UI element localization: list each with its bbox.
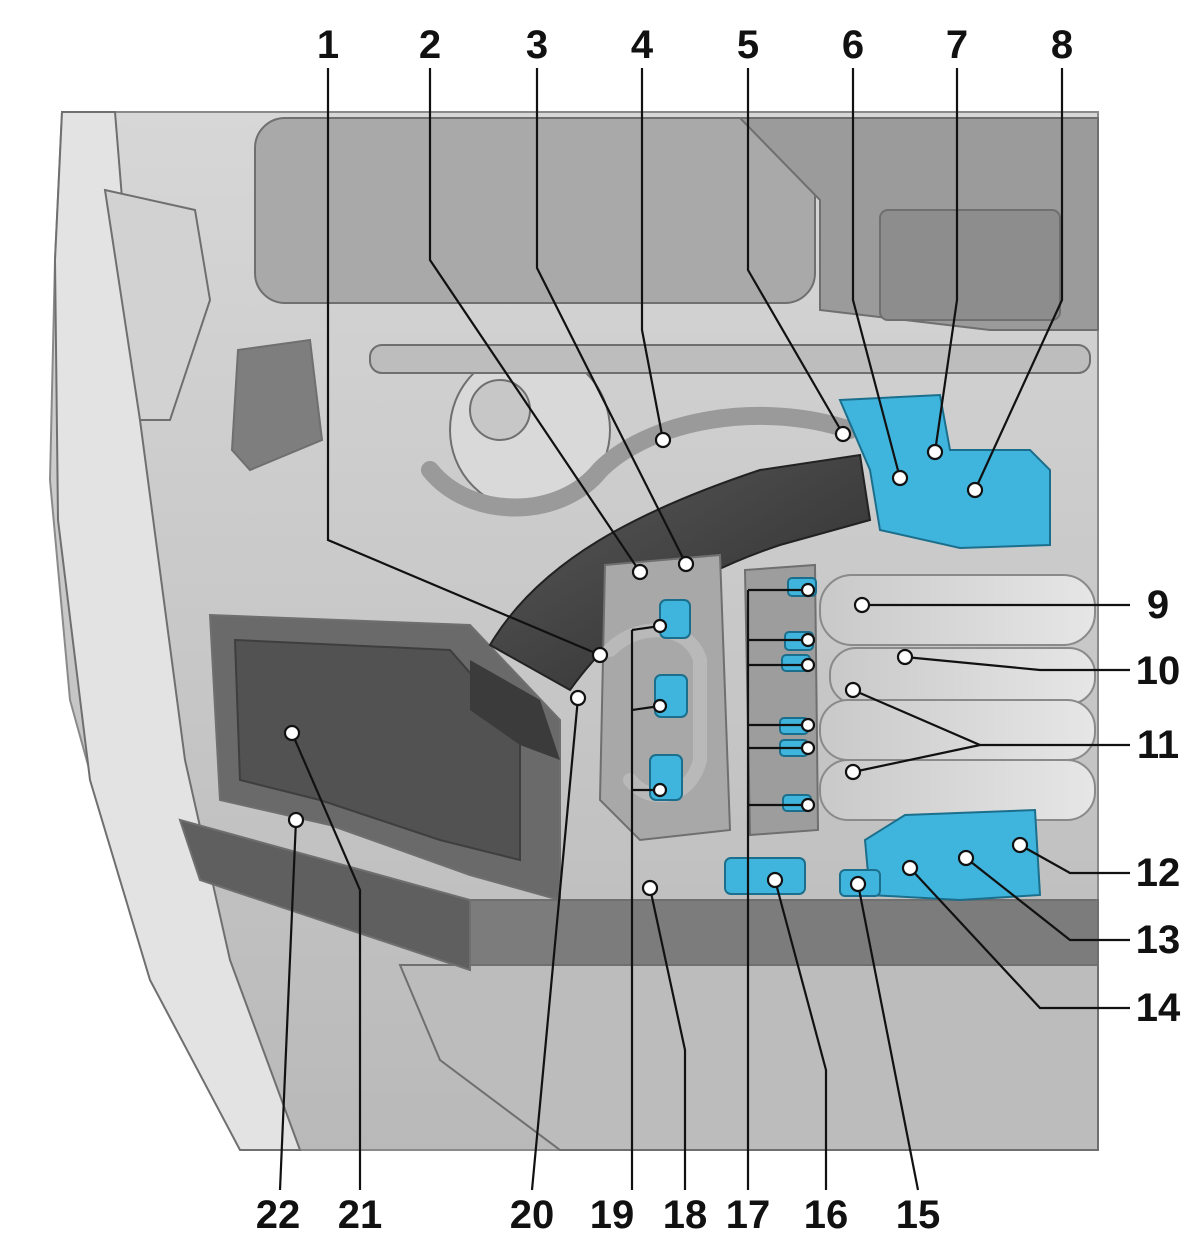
leader-2 (428, 68, 641, 573)
callout-7: 7 (946, 23, 968, 67)
pointer-dot-17a (800, 582, 816, 598)
air-filter-housing-lid (233, 638, 521, 862)
leader-4 (640, 68, 665, 441)
leader-5 (746, 68, 844, 435)
callout-8: 8 (1051, 23, 1073, 67)
leader-21 (290, 732, 362, 1190)
callout-2: 2 (419, 23, 441, 67)
pointer-dot-3 (677, 555, 695, 573)
callout-19: 19 (590, 1193, 635, 1237)
pointer-dot-11b (844, 763, 862, 781)
strut-bracket (103, 188, 212, 421)
pointer-dot-17b (800, 632, 816, 648)
pointer-dot-9 (853, 596, 871, 614)
callout-13: 13 (1136, 918, 1181, 962)
callout-16: 16 (804, 1193, 849, 1237)
coolant-hose-upper (421, 406, 859, 517)
callout-20: 20 (510, 1193, 555, 1237)
callout-6: 6 (842, 23, 864, 67)
pointer-dot-21 (283, 724, 301, 742)
pointer-dot-14 (901, 859, 919, 877)
pointer-dot-20 (569, 689, 587, 707)
intake-hose-boot (470, 660, 560, 760)
pointer-dot-17e (800, 740, 816, 756)
leader-18 (648, 887, 687, 1190)
strut-tower-cap (469, 379, 531, 441)
wiring-box (879, 209, 1061, 321)
callout-14: 14 (1136, 986, 1181, 1030)
callout-12: 12 (1136, 851, 1181, 895)
pointer-dot-12 (1011, 836, 1029, 854)
pointer-dot-19b (652, 698, 668, 714)
engine-bay-illustration (48, 111, 1099, 1151)
ignition-coil-1 (659, 599, 691, 639)
pointer-dot-2 (631, 563, 649, 581)
lower-left-module (724, 857, 806, 895)
wiring-rail (369, 344, 1091, 374)
pointer-dot-10 (896, 648, 914, 666)
callout-10: 10 (1136, 649, 1181, 693)
callout-1: 1 (317, 23, 339, 67)
pointer-dot-18 (641, 879, 659, 897)
pointer-dot-8 (966, 481, 984, 499)
leader-13 (965, 857, 1130, 942)
callout-15: 15 (896, 1193, 941, 1237)
callout-22: 22 (256, 1193, 301, 1237)
callout-5: 5 (737, 23, 759, 67)
leader-14 (909, 867, 1130, 1010)
pointer-dot-7 (926, 443, 944, 461)
callout-9: 9 (1147, 583, 1169, 627)
callout-3: 3 (526, 23, 548, 67)
leader-12 (1019, 844, 1130, 875)
callout-11: 11 (1137, 723, 1179, 767)
lower-sensor-module (863, 808, 1042, 902)
pointer-dot-13 (957, 849, 975, 867)
pointer-dot-5 (834, 425, 852, 443)
pointer-dot-17d (800, 717, 816, 733)
front-bumper-beam (178, 818, 471, 972)
pointer-dot-4 (654, 431, 672, 449)
callout-4: 4 (631, 23, 654, 67)
fender-vent-grille (230, 338, 324, 472)
pointer-dot-1 (591, 646, 609, 664)
leader-8 (973, 68, 1064, 491)
callout-18: 18 (663, 1193, 708, 1237)
leader-10 (904, 655, 1130, 672)
callout-21: 21 (338, 1193, 383, 1237)
leader-1 (326, 68, 601, 657)
callout-numbers: 1 2 3 4 5 6 7 8 9 10 11 12 13 14 15 16 1… (256, 23, 1181, 1237)
leader-6 (851, 68, 902, 479)
pointer-dot-17f (800, 797, 816, 813)
pointer-dot-22 (287, 811, 305, 829)
leader-17-branches (748, 588, 808, 807)
leader-lines (278, 68, 1130, 1191)
leader-7 (933, 68, 959, 453)
pointer-dot-19c (652, 782, 668, 798)
leader-16 (773, 879, 828, 1190)
pointer-dot-6 (891, 469, 909, 487)
pointer-dot-11a (844, 681, 862, 699)
upper-cover (254, 117, 816, 304)
leader-22 (278, 819, 298, 1191)
pointer-dot-16 (766, 871, 784, 889)
pointer-dot-17c (800, 657, 816, 673)
leader-3 (535, 68, 687, 565)
pointer-dot-15 (849, 875, 867, 893)
callout-17: 17 (726, 1193, 771, 1237)
leader-11b (852, 743, 981, 774)
leader-15 (856, 883, 920, 1191)
throttle-body-module (838, 393, 1051, 550)
pointer-dot-19a (652, 618, 668, 634)
leader-20 (530, 697, 580, 1191)
